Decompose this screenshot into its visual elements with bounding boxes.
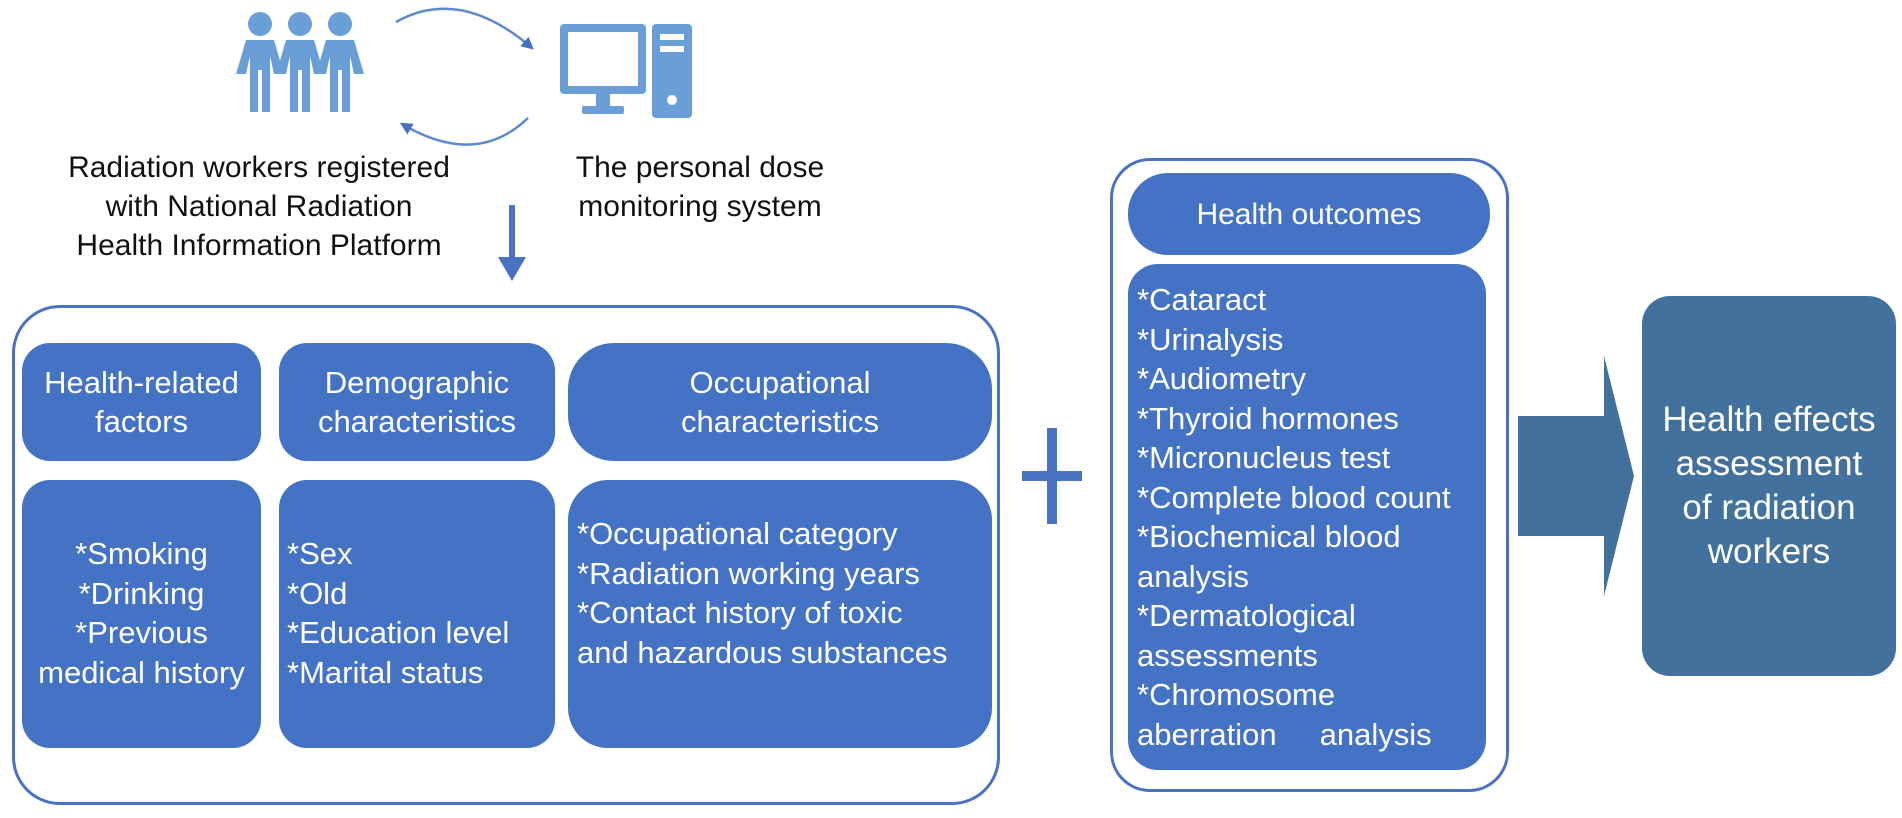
computer-icon xyxy=(560,24,692,118)
cycle-arrows xyxy=(395,7,534,146)
list-item: *Biochemical blood xyxy=(1137,519,1401,554)
outcomes-list: *Cataract *Urinalysis *Audiometry *Thyro… xyxy=(1128,264,1486,770)
list-item: assessments xyxy=(1137,637,1318,673)
health-factors-list: *Smoking *Drinking *Previous medical his… xyxy=(22,480,261,748)
list-item: *Marital status xyxy=(287,654,484,690)
list-item: *Cataract xyxy=(1137,282,1267,317)
list-item: *Sex xyxy=(287,536,353,571)
list-item: *Urinalysis xyxy=(1137,321,1284,357)
list-item: medical history xyxy=(38,654,245,690)
list-item: *Thyroid hormones xyxy=(1137,400,1399,436)
list-item: *Old xyxy=(287,575,348,611)
list-item: analysis xyxy=(1137,558,1249,594)
list-item: and hazardous substances xyxy=(577,634,948,670)
list-item: *Previous xyxy=(75,615,208,650)
workers-icon xyxy=(236,12,364,112)
result-box: Health effects assessment of radiation w… xyxy=(1642,296,1896,676)
list-item: *Smoking xyxy=(75,536,208,571)
occupational-title: Occupational characteristics xyxy=(568,343,992,461)
list-item: *Radiation working years xyxy=(577,555,920,591)
workers-label: Radiation workers registered with Nation… xyxy=(68,151,450,262)
list-item: *Dermatological xyxy=(1137,598,1356,633)
list-item: aberration analysis xyxy=(1137,716,1432,752)
list-item: *Occupational category xyxy=(577,516,898,551)
list-item: *Contact history of toxic xyxy=(577,595,903,630)
plus-icon xyxy=(1022,428,1082,524)
list-item: *Education level xyxy=(287,615,510,650)
demographic-list: *Sex *Old *Education level *Marital stat… xyxy=(279,480,555,748)
occupational-list: *Occupational category *Radiation workin… xyxy=(568,480,992,748)
list-item: *Chromosome xyxy=(1137,677,1336,712)
health-factors-title: Health-related factors xyxy=(22,343,261,461)
down-arrow xyxy=(498,205,526,281)
list-item: *Drinking xyxy=(78,575,205,611)
system-label: The personal dose monitoring system xyxy=(575,151,825,223)
list-item: *Micronucleus test xyxy=(1137,440,1391,475)
result-arrow xyxy=(1518,356,1634,596)
demographic-title: Demographic characteristics xyxy=(279,343,555,461)
list-item: *Complete blood count xyxy=(1137,479,1451,515)
list-item: *Audiometry xyxy=(1137,361,1306,396)
outcomes-title: Health outcomes xyxy=(1128,173,1490,255)
